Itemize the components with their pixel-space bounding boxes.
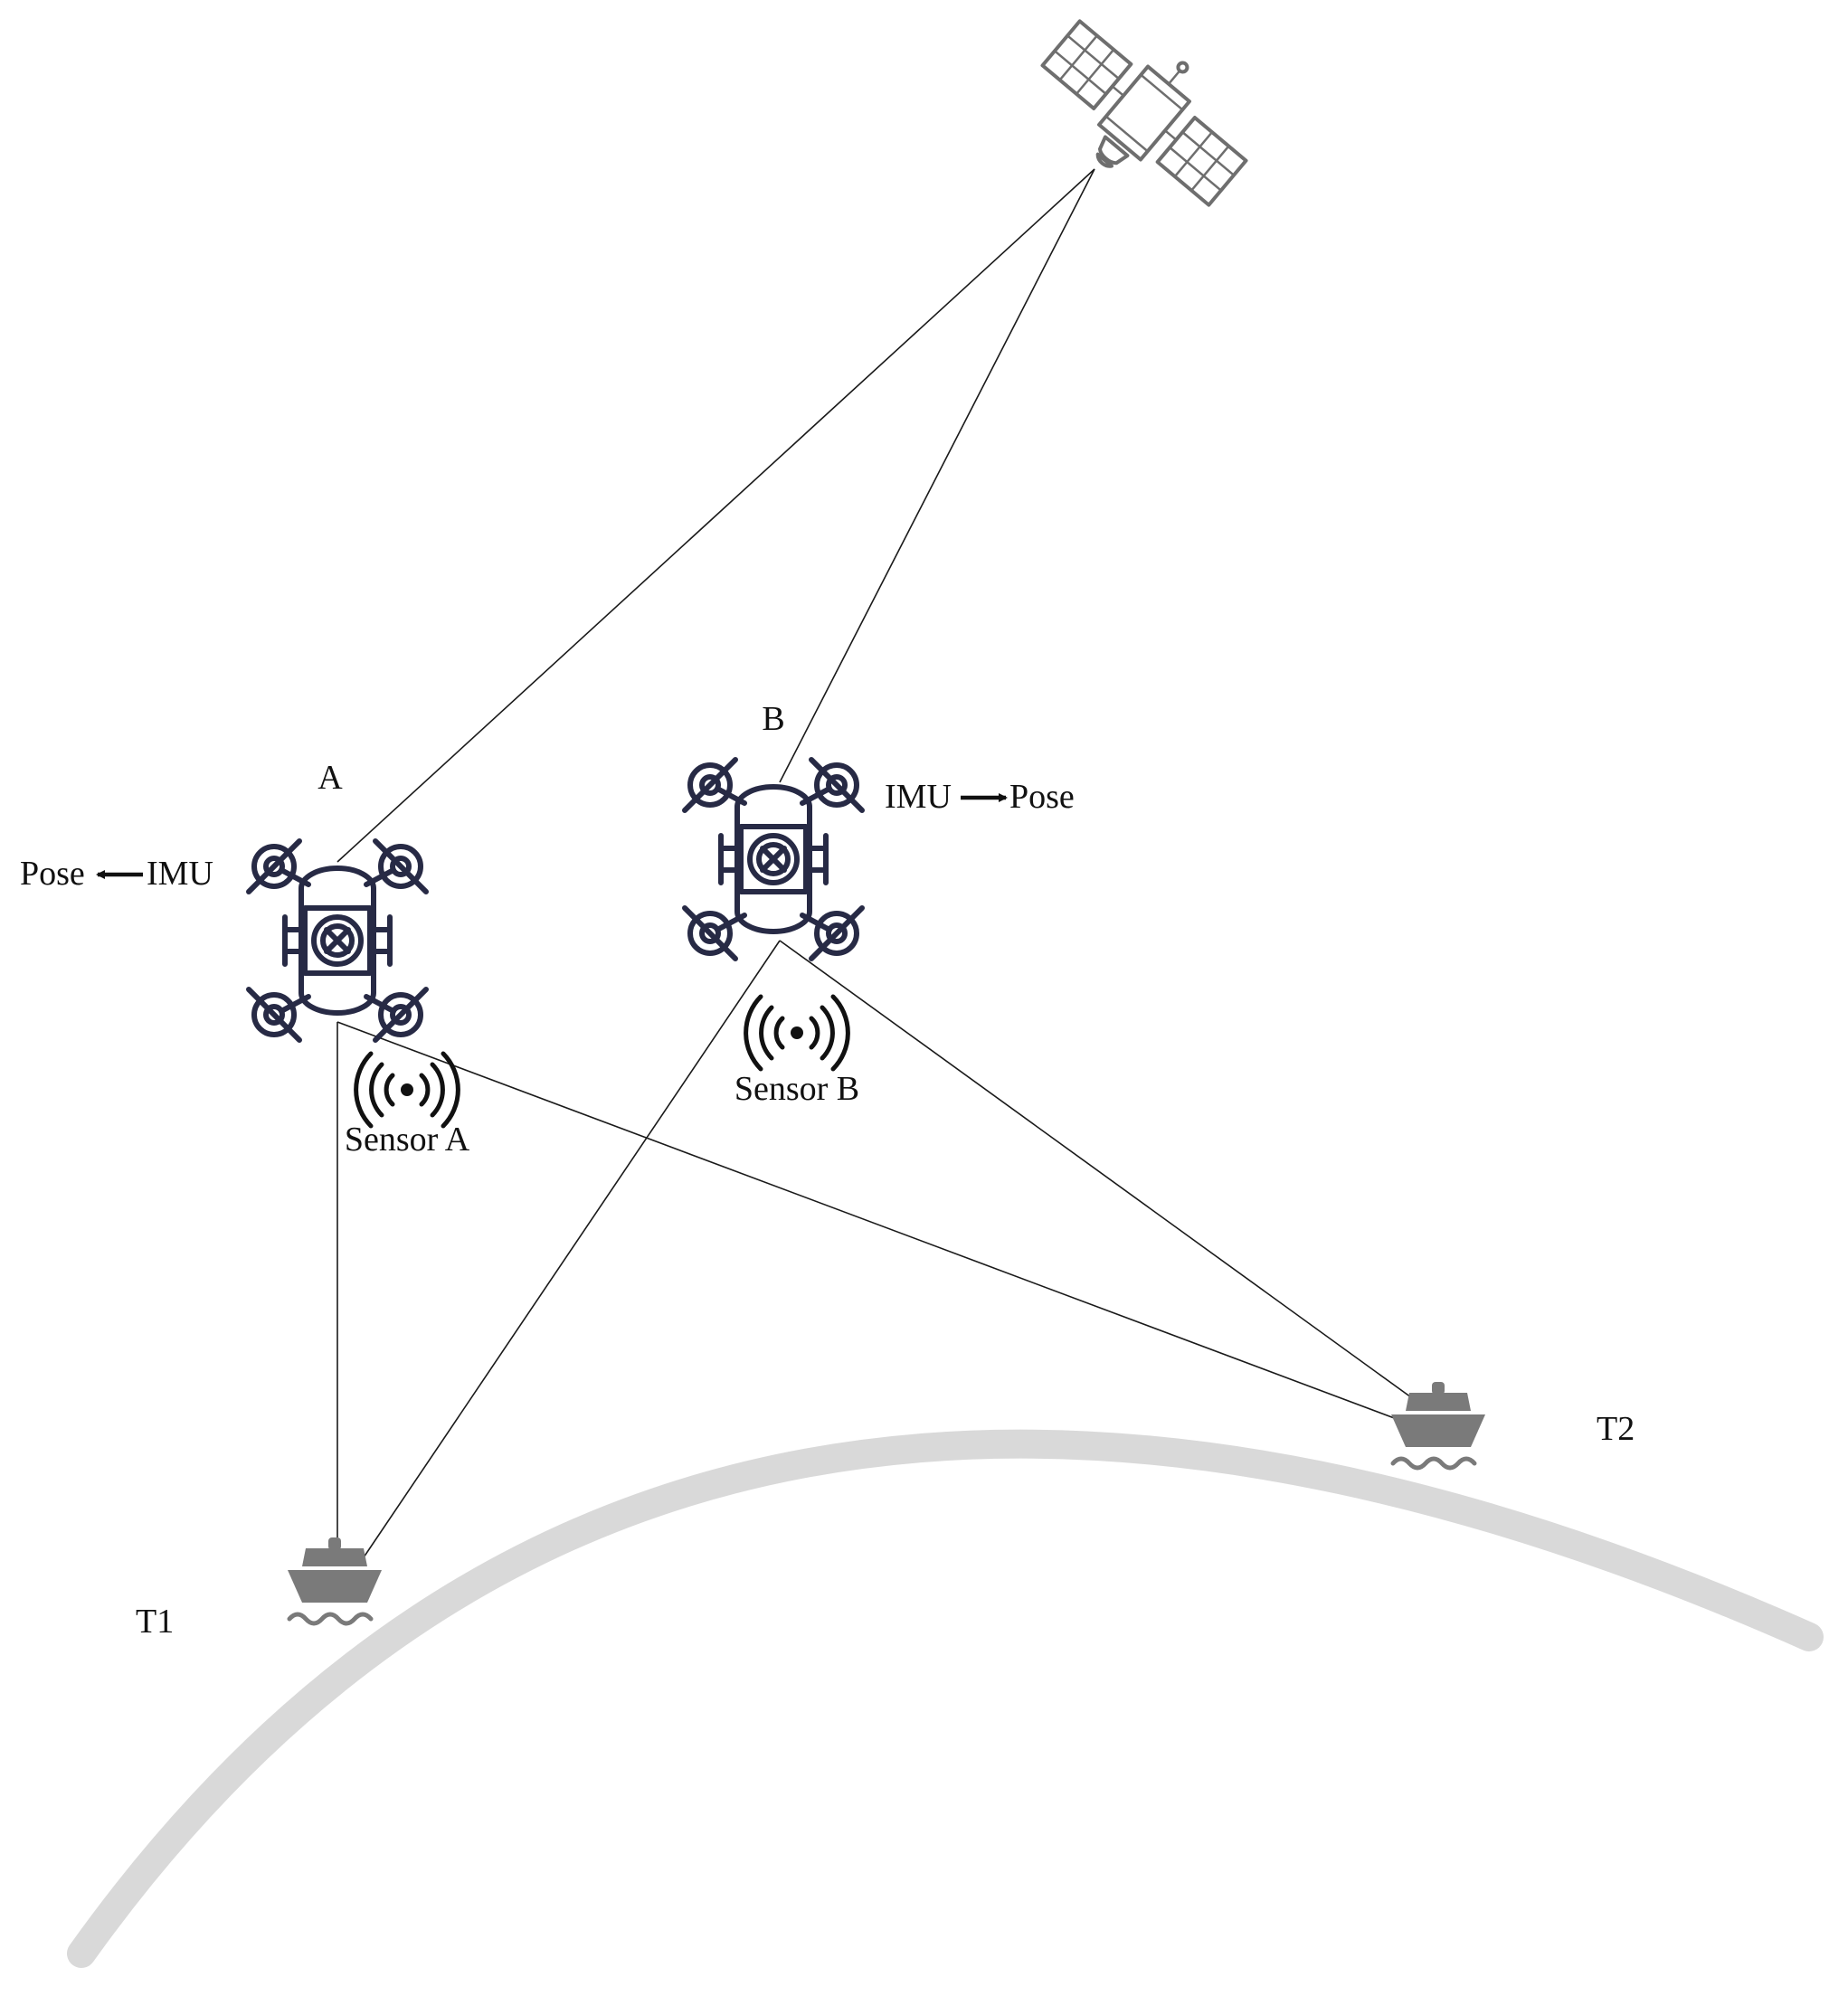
sensor-a-signal-icon	[356, 1054, 459, 1126]
sensor-a-label: Sensor A	[345, 1121, 470, 1159]
imu-a-label: IMU	[147, 855, 213, 893]
imu-b-label: IMU	[885, 778, 952, 816]
sensor-b-signal-icon	[746, 997, 848, 1069]
link-satellite-drone-a	[336, 168, 1095, 863]
link-drone-b-target-1	[361, 940, 781, 1561]
earth-surface-arc	[67, 1429, 1824, 1968]
target-1-label: T1	[136, 1603, 174, 1641]
sensor-b-label: Sensor B	[734, 1070, 859, 1108]
link-satellite-drone-b	[779, 168, 1095, 783]
drone-a-icon	[249, 841, 426, 1040]
link-drone-a-target-2	[336, 1021, 1412, 1425]
pose-a-label: Pose	[20, 855, 85, 893]
drone-b-icon	[685, 760, 862, 959]
target-2-label: T2	[1597, 1410, 1635, 1448]
pose-b-label: Pose	[1009, 778, 1075, 816]
drone-a-label: A	[317, 759, 343, 797]
drone-b-label: B	[762, 700, 784, 738]
satellite-icon	[1040, 19, 1248, 207]
target-2-ship-icon	[1391, 1382, 1485, 1468]
link-lines	[336, 168, 1412, 1561]
link-drone-b-target-2	[779, 940, 1412, 1398]
